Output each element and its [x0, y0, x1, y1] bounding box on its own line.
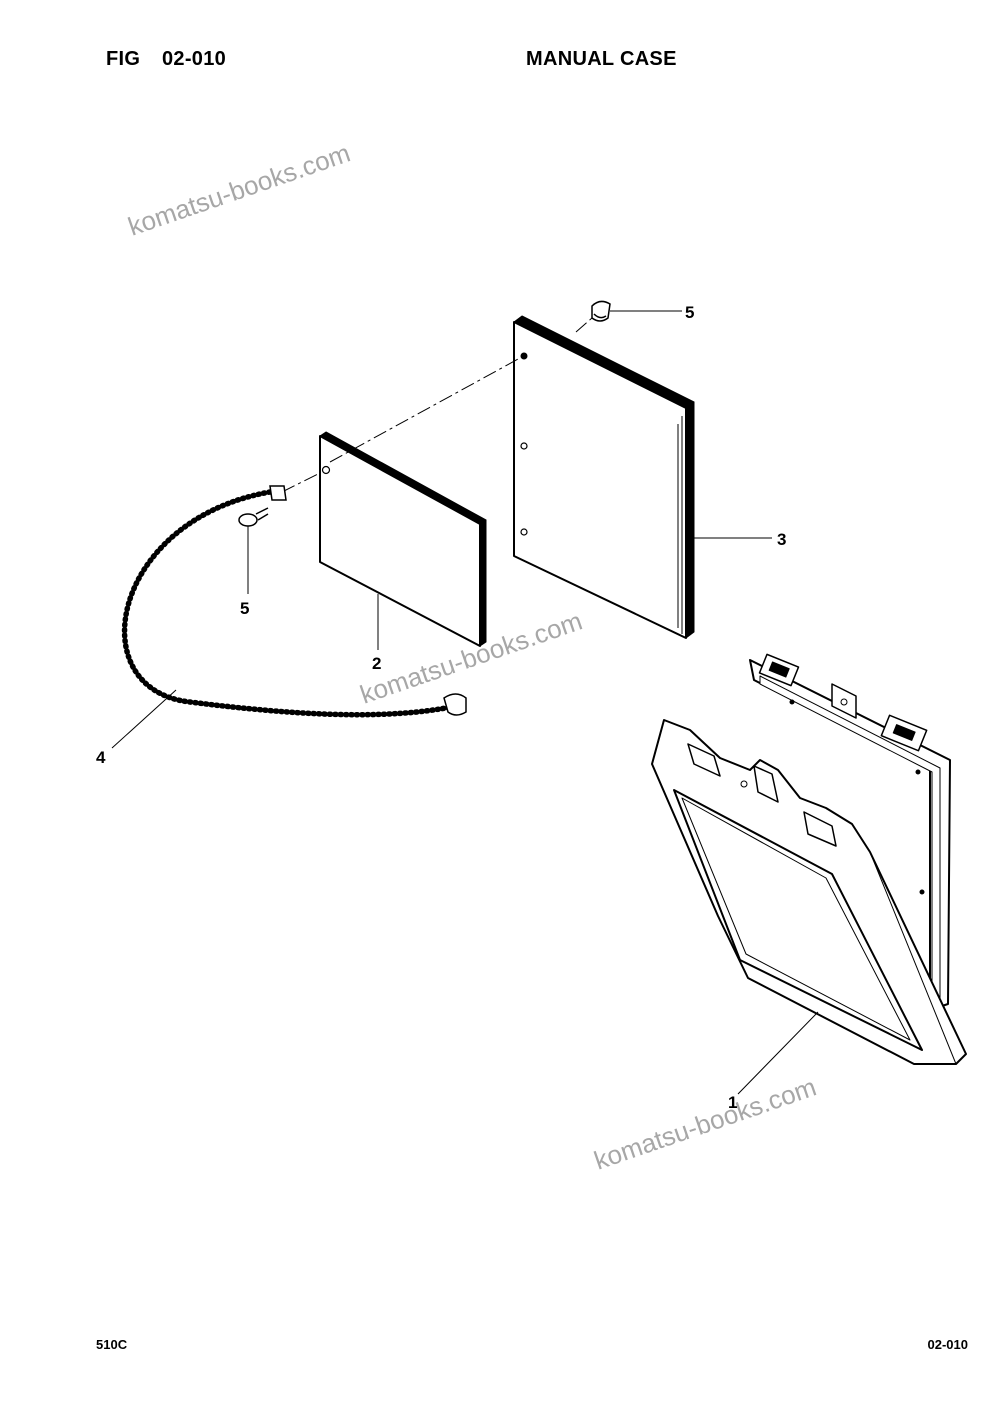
- callout-part-4: 4: [96, 748, 106, 767]
- part-1-manual-case: [651, 653, 967, 1065]
- assembly-axis-lines: [281, 317, 593, 493]
- figure-title: MANUAL CASE: [526, 48, 677, 70]
- callout-part-5-top: 5: [685, 303, 694, 322]
- part-3-binder: [513, 315, 695, 639]
- part-5-screw-top: [591, 300, 611, 322]
- callout-part-2: 2: [372, 654, 381, 673]
- watermark-top: komatsu-books.com: [124, 138, 354, 242]
- part-4-bead-chain: [121, 485, 467, 718]
- part-5-screw-left: [238, 507, 269, 527]
- figure-label: FIG: [106, 48, 141, 70]
- figure-number: 02-010: [162, 48, 227, 70]
- watermark-bottom: komatsu-books.com: [590, 1072, 820, 1176]
- callout-part-1: 1: [728, 1093, 737, 1112]
- leader-lines: [111, 310, 819, 1095]
- footer-model: 510C: [96, 1337, 128, 1352]
- callout-part-5-left: 5: [240, 599, 249, 618]
- callout-part-3: 3: [777, 530, 786, 549]
- part-2-booklet: [319, 431, 487, 647]
- footer-page-ref: 02-010: [927, 1337, 968, 1352]
